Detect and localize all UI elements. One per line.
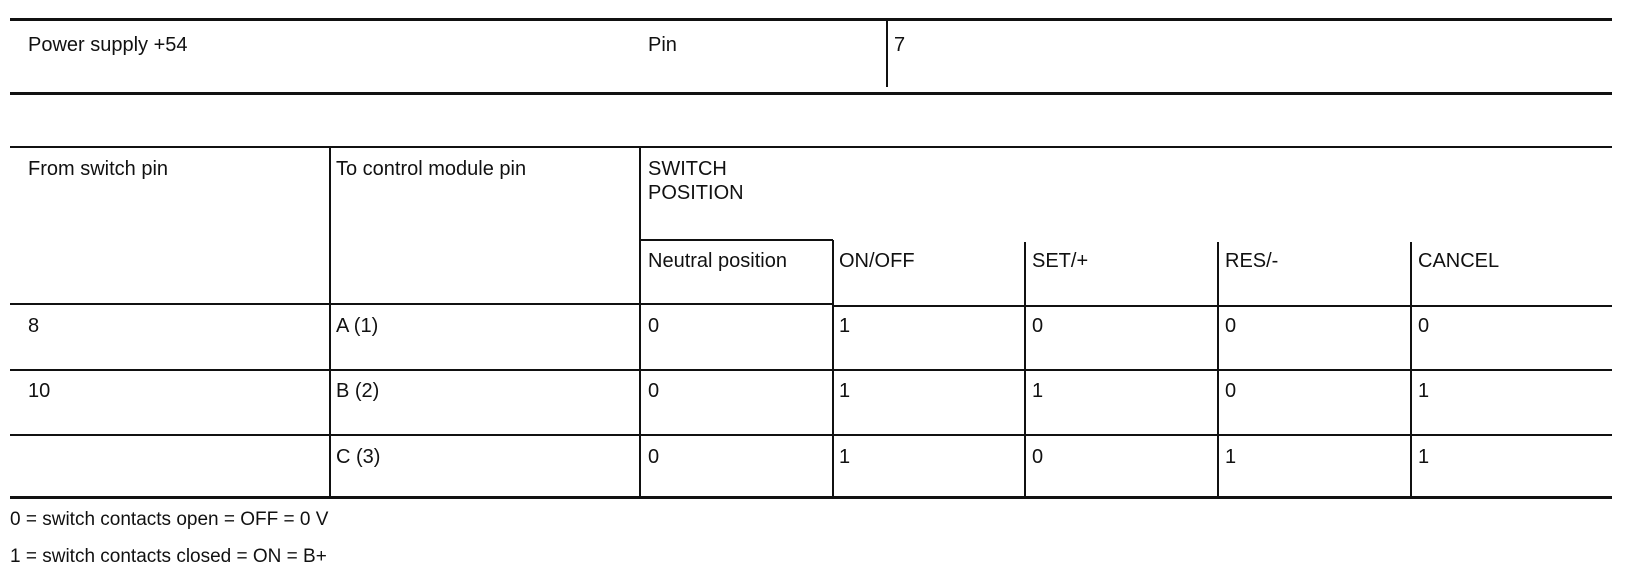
cell-on-off: 1: [839, 380, 851, 402]
header-bottom-rule-left: [10, 303, 833, 305]
switch-position-subrule: [640, 239, 833, 241]
cell-set-plus: 0: [1032, 446, 1044, 468]
col-line-switch: [639, 148, 641, 496]
header-position-on-off: ON/OFF: [839, 250, 915, 272]
header-bottom-rule-right: [833, 305, 1612, 307]
power-table-top-rule: [10, 18, 1612, 21]
header-position-res-minus: RES/-: [1225, 250, 1279, 272]
pin-value: 7: [894, 34, 906, 56]
cell-res-minus: 0: [1225, 380, 1237, 402]
header-position-neutral: Neutral position: [648, 250, 787, 272]
cell-set-plus: 1: [1032, 380, 1044, 402]
legend-line-on: 1 = switch contacts closed = ON = B+: [10, 546, 327, 567]
header-switch-position: SWITCH POSITION: [648, 158, 744, 204]
col-line-set: [1024, 242, 1026, 496]
cell-from: 8: [28, 315, 40, 337]
cell-res-minus: 1: [1225, 446, 1237, 468]
pin-divider: [886, 21, 888, 87]
cell-cancel: 1: [1418, 446, 1430, 468]
cell-neutral: 0: [648, 315, 660, 337]
cell-set-plus: 0: [1032, 315, 1044, 337]
row-rule-1: [10, 369, 1612, 371]
cell-on-off: 1: [839, 446, 851, 468]
cell-from: 10: [28, 380, 51, 402]
header-position-cancel: CANCEL: [1418, 250, 1500, 272]
power-table-bottom-rule: [10, 92, 1612, 95]
header-from-switch-pin: From switch pin: [28, 158, 169, 180]
switch-table-bottom-rule: [10, 496, 1612, 499]
legend-line-off: 0 = switch contacts open = OFF = 0 V: [10, 509, 329, 530]
col-line-to: [329, 148, 331, 496]
cell-to: B (2): [336, 380, 380, 402]
pin-label: Pin: [648, 34, 677, 56]
cell-on-off: 1: [839, 315, 851, 337]
cell-cancel: 0: [1418, 315, 1430, 337]
power-supply-label: Power supply +54: [28, 34, 188, 56]
cell-to: A (1): [336, 315, 379, 337]
cell-to: C (3): [336, 446, 381, 468]
row-rule-2: [10, 434, 1612, 436]
switch-table-top-rule: [10, 146, 1612, 148]
cell-cancel: 1: [1418, 380, 1430, 402]
cell-neutral: 0: [648, 380, 660, 402]
cell-res-minus: 0: [1225, 315, 1237, 337]
cell-neutral: 0: [648, 446, 660, 468]
col-line-cancel: [1410, 242, 1412, 496]
header-to-control-module-pin: To control module pin: [336, 158, 527, 180]
header-position-set-plus: SET/+: [1032, 250, 1089, 272]
col-line-res: [1217, 242, 1219, 496]
col-line-onoff: [832, 240, 834, 496]
